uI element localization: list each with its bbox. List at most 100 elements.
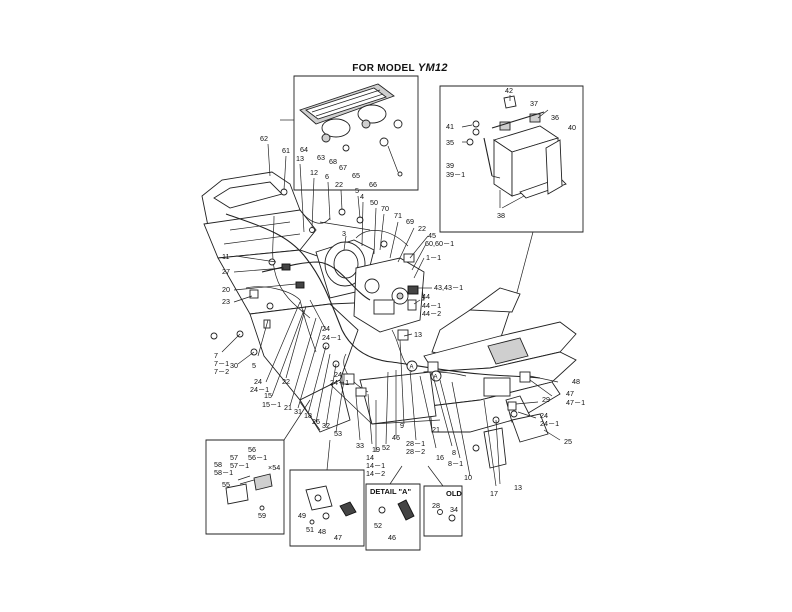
callout-63: 63 (317, 153, 325, 162)
callout-40: 40 (568, 123, 576, 132)
main-callouts: 62 61 13 12 6 22 5 4 50 70 71 69 22 45 6… (214, 134, 585, 498)
callout-48-main: 48 (572, 377, 580, 386)
lamp-inset: 64 63 68 67 65 66 (280, 75, 419, 191)
callout-3: 3 (342, 229, 346, 238)
callout-24-c: 24 (334, 370, 342, 379)
callout-23: 23 (222, 297, 230, 306)
callout-29: 29 (542, 395, 550, 404)
callout-54: ×54 (268, 463, 280, 472)
callout-13-mid: 13 (414, 330, 422, 339)
callout-7: 7 (214, 351, 218, 360)
callout-69: 69 (406, 217, 414, 226)
callout-50: 50 (370, 198, 378, 207)
old-inset: OLD 28 34 (423, 465, 463, 537)
detail-a-title: DETAIL "A" (370, 487, 411, 496)
callout-24-a: 24 (322, 324, 330, 333)
callout-59: 59 (258, 511, 266, 520)
callout-26: 26 (312, 417, 320, 426)
callout-8: 8 (452, 448, 456, 457)
callout-58-1: 58－1 (214, 468, 233, 477)
callout-36: 36 (551, 113, 559, 122)
callout-57-1: 57－1 (230, 461, 249, 470)
callout-61: 61 (282, 146, 290, 155)
callout-22-right: 22 (418, 224, 426, 233)
callout-24-1-b: 24－1 (250, 385, 269, 394)
callout-11: 11 (222, 252, 229, 261)
callout-46-inset: 46 (388, 533, 396, 542)
callout-13-bottom: 13 (514, 483, 522, 492)
switch-inset: 56 56－1 57 57－1 58 58－1 ×54 55 59 (205, 399, 311, 535)
callout-49: 49 (298, 511, 306, 520)
callout-30: 30 (230, 361, 238, 370)
callout-71: 71 (394, 211, 402, 220)
callout-34: 34 (450, 505, 458, 514)
callout-52-main: 52 (382, 443, 390, 452)
callout-27: 27 (222, 267, 230, 276)
circle-a-1: A (410, 365, 414, 371)
callout-66: 66 (369, 180, 377, 189)
callout-24-d: 24 (540, 411, 548, 420)
callout-47-main: 47 (566, 389, 574, 398)
callout-15: 15 (264, 391, 272, 400)
callout-21-right: 21 (432, 425, 440, 434)
callout-17: 17 (490, 489, 498, 498)
callout-44-2: 44－2 (422, 309, 441, 318)
old-title: OLD (446, 489, 462, 498)
callout-48-inset: 48 (318, 527, 326, 536)
callout-35: 35 (446, 138, 454, 147)
callout-39: 39 (446, 161, 454, 170)
callout-38: 38 (497, 211, 505, 220)
diagram-title: FOR MODEL YM12 (330, 62, 470, 74)
callout-57: 57 (230, 453, 238, 462)
callout-62: 62 (260, 134, 268, 143)
callout-51: 51 (306, 525, 314, 534)
callout-22-left: 22 (282, 377, 290, 386)
callout-7-2: 7－2 (214, 367, 229, 376)
callout-1-1: 1－1 (426, 253, 441, 262)
callout-16: 16 (436, 453, 444, 462)
callout-58: 58 (214, 460, 222, 469)
callout-47-inset: 47 (334, 533, 342, 542)
callout-5-top: 5 (355, 186, 359, 195)
callout-46-main: 46 (392, 433, 400, 442)
callout-8-1: 8－1 (448, 459, 463, 468)
callout-6: 6 (325, 172, 329, 181)
callout-56-1: 56－1 (248, 453, 267, 462)
callout-43: 43,43－1 (434, 283, 463, 292)
callout-24-b: 24 (254, 377, 262, 386)
title-prefix: FOR MODEL (352, 63, 415, 74)
circle-a-2: A (434, 375, 438, 381)
callout-4: 4 (360, 192, 364, 201)
battery-inset: 42 37 36 40 41 35 39 39－1 38 (439, 85, 584, 301)
callout-19: 19 (372, 445, 380, 454)
detail-a-inset: DETAIL "A" 52 46 (365, 465, 421, 551)
callout-14-1: 14－1 (366, 461, 385, 470)
callout-12: 12 (310, 168, 318, 177)
callout-28-2: 28－2 (406, 447, 425, 456)
callout-24-1-c: 24－1 (330, 378, 349, 387)
callout-56: 56 (248, 445, 256, 454)
callout-70: 70 (381, 204, 389, 213)
callout-41: 41 (446, 122, 454, 131)
callout-28-1: 28－1 (406, 439, 425, 448)
callout-33: 33 (356, 441, 364, 450)
callout-13-top: 13 (296, 154, 304, 163)
callout-24-1-a: 24－1 (322, 333, 341, 342)
callout-28-inset: 28 (432, 501, 440, 510)
callout-10: 10 (464, 473, 472, 482)
callout-42: 42 (505, 86, 513, 95)
callout-64: 64 (300, 145, 308, 154)
callout-47-1: 47－1 (566, 398, 585, 407)
sensor-inset: 49 51 48 47 (289, 439, 365, 547)
callout-14-2: 14－2 (366, 469, 385, 478)
callout-65: 65 (352, 171, 360, 180)
callout-55: 55 (222, 480, 230, 489)
callout-67: 67 (339, 163, 347, 172)
callout-24-1-d: 24－1 (540, 419, 559, 428)
callout-53: 53 (334, 429, 342, 438)
callout-20: 20 (222, 285, 230, 294)
callout-7-1: 7－1 (214, 359, 229, 368)
callout-22-top: 22 (335, 180, 343, 189)
callout-15-1: 15－1 (262, 400, 281, 409)
